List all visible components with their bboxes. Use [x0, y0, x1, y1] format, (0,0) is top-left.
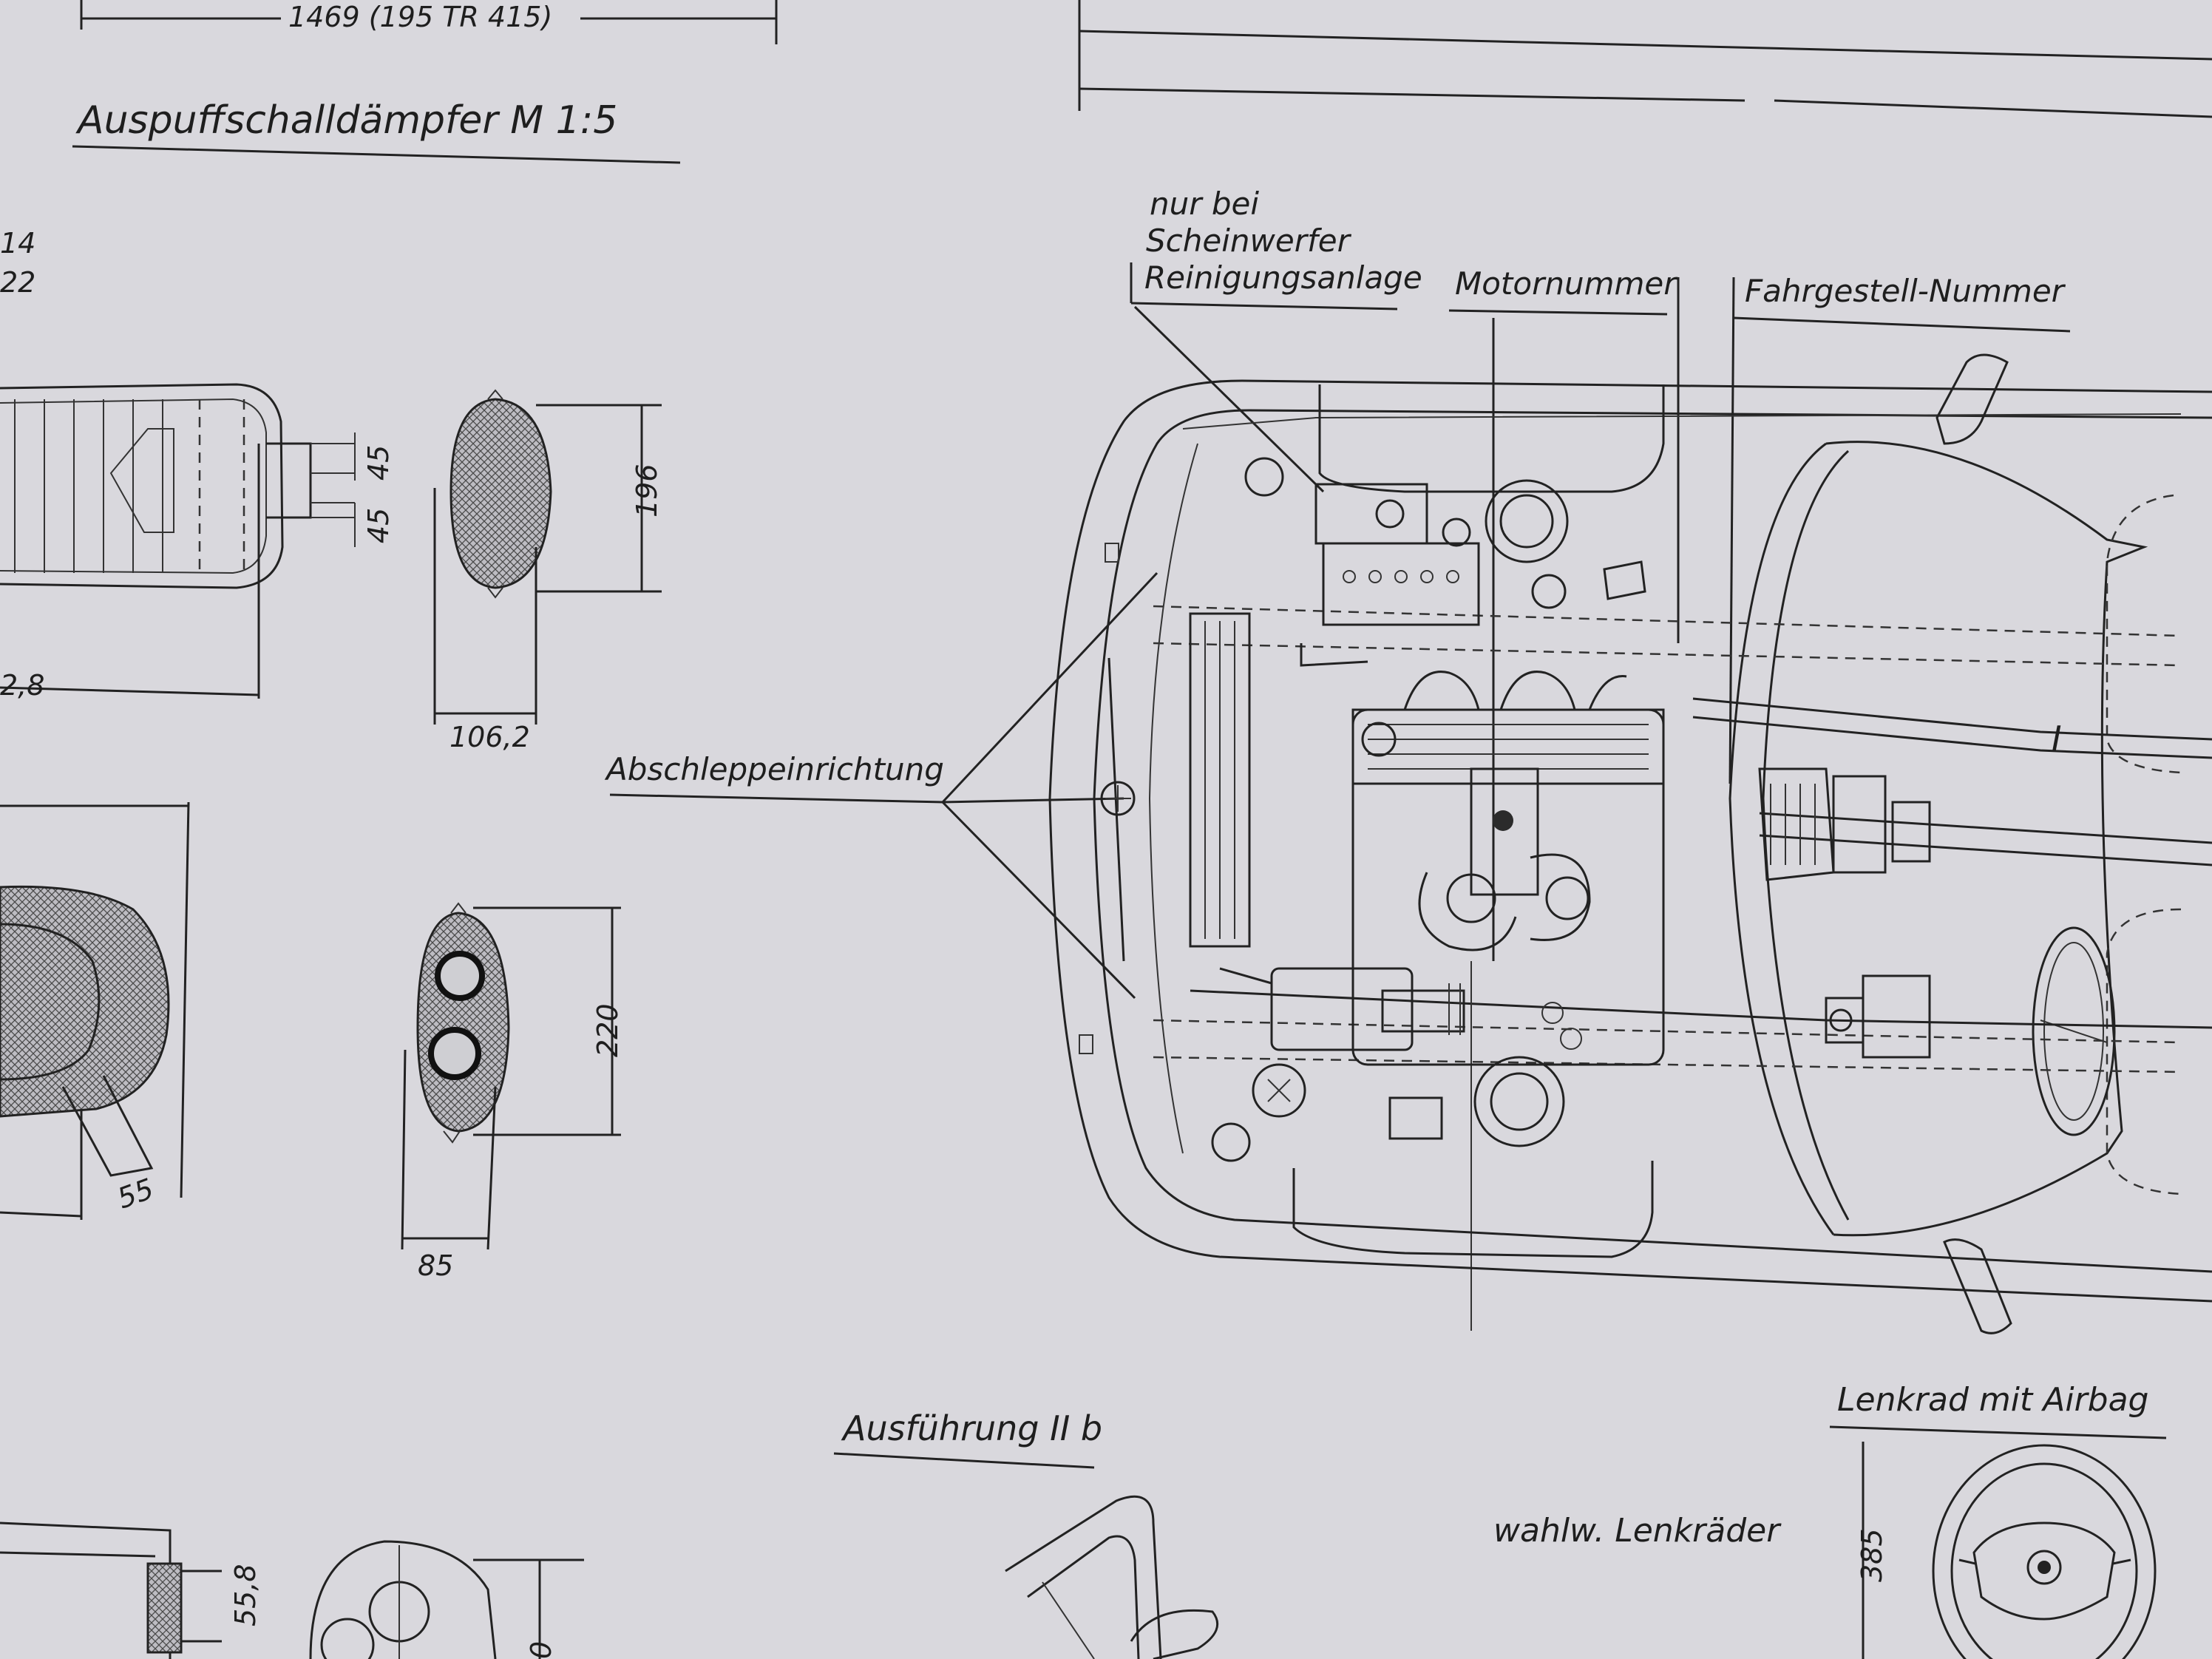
towing-label: Abschleppeinrichtung	[604, 751, 944, 787]
engine-number-label: Motornummer	[1455, 265, 1678, 302]
dim-45-upper: 45	[362, 445, 395, 481]
variant-label: Ausführung II b	[841, 1408, 1102, 1448]
muffler-title-underline	[72, 145, 681, 164]
cleaning-label-line3: Reinigungsanlage	[1144, 259, 1422, 296]
dim-22: 22	[0, 266, 35, 299]
dim-2-8: 2,8	[0, 669, 44, 702]
towing-callout: Abschleppeinrichtung	[604, 571, 1158, 1000]
airbag-steering-wheel	[1862, 1442, 2157, 1659]
muffler-side-view	[0, 383, 356, 699]
bottom-left-parts	[0, 1521, 584, 1659]
dim-0: 0	[525, 1641, 557, 1659]
cleaning-label-line1: nur bei	[1150, 186, 1259, 222]
roman-one-label: I	[2052, 719, 2062, 759]
dim-106-2: 106,2	[449, 721, 530, 753]
dim-55-8: 55,8	[229, 1564, 262, 1626]
dim-220: 220	[591, 1003, 624, 1057]
car-plan-view	[1048, 353, 2212, 1334]
cleaning-label-line2: Scheinwerfer	[1146, 223, 1352, 259]
dim-14: 14	[0, 227, 35, 259]
muffler-cross-section	[0, 801, 190, 1220]
optional-wheels-label: wahlw. Lenkräder	[1493, 1512, 1782, 1550]
chassis-number-callout: Fahrgestell-Nummer	[1728, 273, 2071, 784]
top-dimension-label: 1469 (195 TR 415)	[288, 1, 552, 33]
dim-196: 196	[631, 464, 663, 518]
chassis-number-label: Fahrgestell-Nummer	[1745, 273, 2066, 309]
dim-45-lower: 45	[362, 508, 395, 543]
steering-airbag-underline	[1829, 1425, 2167, 1439]
variant-underline	[833, 1452, 1095, 1469]
variant-iib-drawing	[1005, 1495, 1219, 1659]
tailpipe-oval-dual	[401, 902, 621, 1250]
tailpipe-oval-single	[433, 389, 662, 725]
steering-airbag-label: Lenkrad mit Airbag	[1837, 1381, 2148, 1419]
top-right-frame	[1078, 0, 2212, 118]
headlight-cleaning-callout: nur bei Scheinwerfer Reinigungsanlage	[1130, 186, 1422, 493]
dim-55: 55	[113, 1173, 157, 1215]
top-dimension-group: 1469 (195 TR 415)	[80, 0, 778, 44]
dim-385: 385	[1856, 1528, 1888, 1582]
muffler-title: Auspuffschalldämpfer M 1:5	[75, 98, 617, 143]
dim-85: 85	[418, 1249, 453, 1282]
engine-number-callout: Motornummer	[1448, 265, 1680, 1331]
